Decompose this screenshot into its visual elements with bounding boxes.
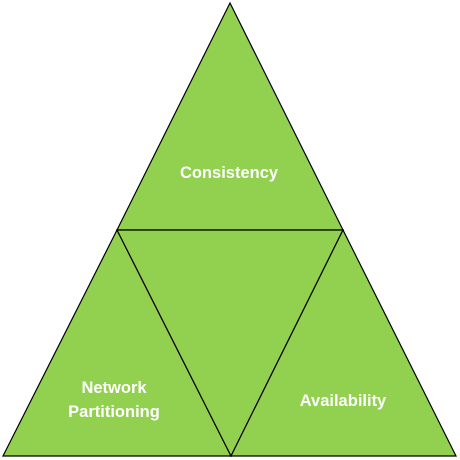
network-label: Network (81, 379, 147, 397)
availability-triangle (230, 228, 457, 457)
availability-label: Availability (300, 392, 387, 410)
consistency-label: Consistency (180, 164, 279, 182)
consistency-triangle (116, 1, 344, 231)
partitioning-label: Partitioning (68, 403, 160, 421)
